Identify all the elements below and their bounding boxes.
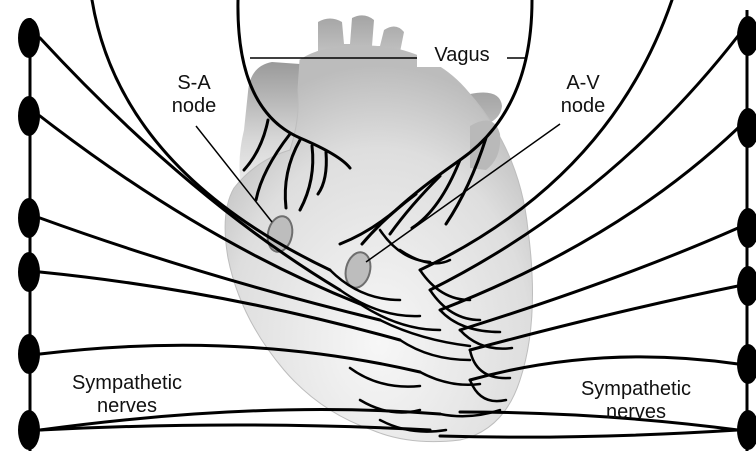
sa-node-label-line1: S-A (154, 72, 234, 95)
ganglion-icon (737, 108, 756, 148)
ganglion-icon (737, 16, 756, 56)
ganglion-icon (18, 18, 40, 58)
ganglion-icon (737, 344, 756, 384)
ganglion-icon (18, 198, 40, 238)
sympathetic-left-line1: Sympathetic (62, 372, 192, 395)
ganglion-icon (18, 410, 40, 450)
sympathetic-right-line2: nerves (573, 401, 699, 424)
vagus-label: Vagus (417, 44, 507, 67)
sympathetic-left-line2: nerves (62, 395, 192, 418)
ganglion-icon (737, 266, 756, 306)
av-node-label-line1: A-V (545, 72, 621, 95)
ganglion-icon (18, 252, 40, 292)
vagus-label-text: Vagus (419, 44, 505, 67)
av-node-label: A-V node (543, 72, 623, 118)
sympathetic-chain-right (737, 10, 756, 451)
sa-node-label: S-A node (152, 72, 236, 118)
av-node-label-line2: node (545, 95, 621, 118)
sympathetic-nerves-right-label: Sympathetic nerves (571, 378, 701, 424)
ganglion-icon (737, 410, 756, 450)
sa-node-label-line2: node (154, 95, 234, 118)
sympathetic-right-line1: Sympathetic (573, 378, 699, 401)
ganglion-icon (737, 208, 756, 248)
sympathetic-chain-left (18, 18, 40, 451)
ganglion-icon (18, 334, 40, 374)
sympathetic-nerves-left-label: Sympathetic nerves (60, 372, 194, 418)
ganglion-icon (18, 96, 40, 136)
